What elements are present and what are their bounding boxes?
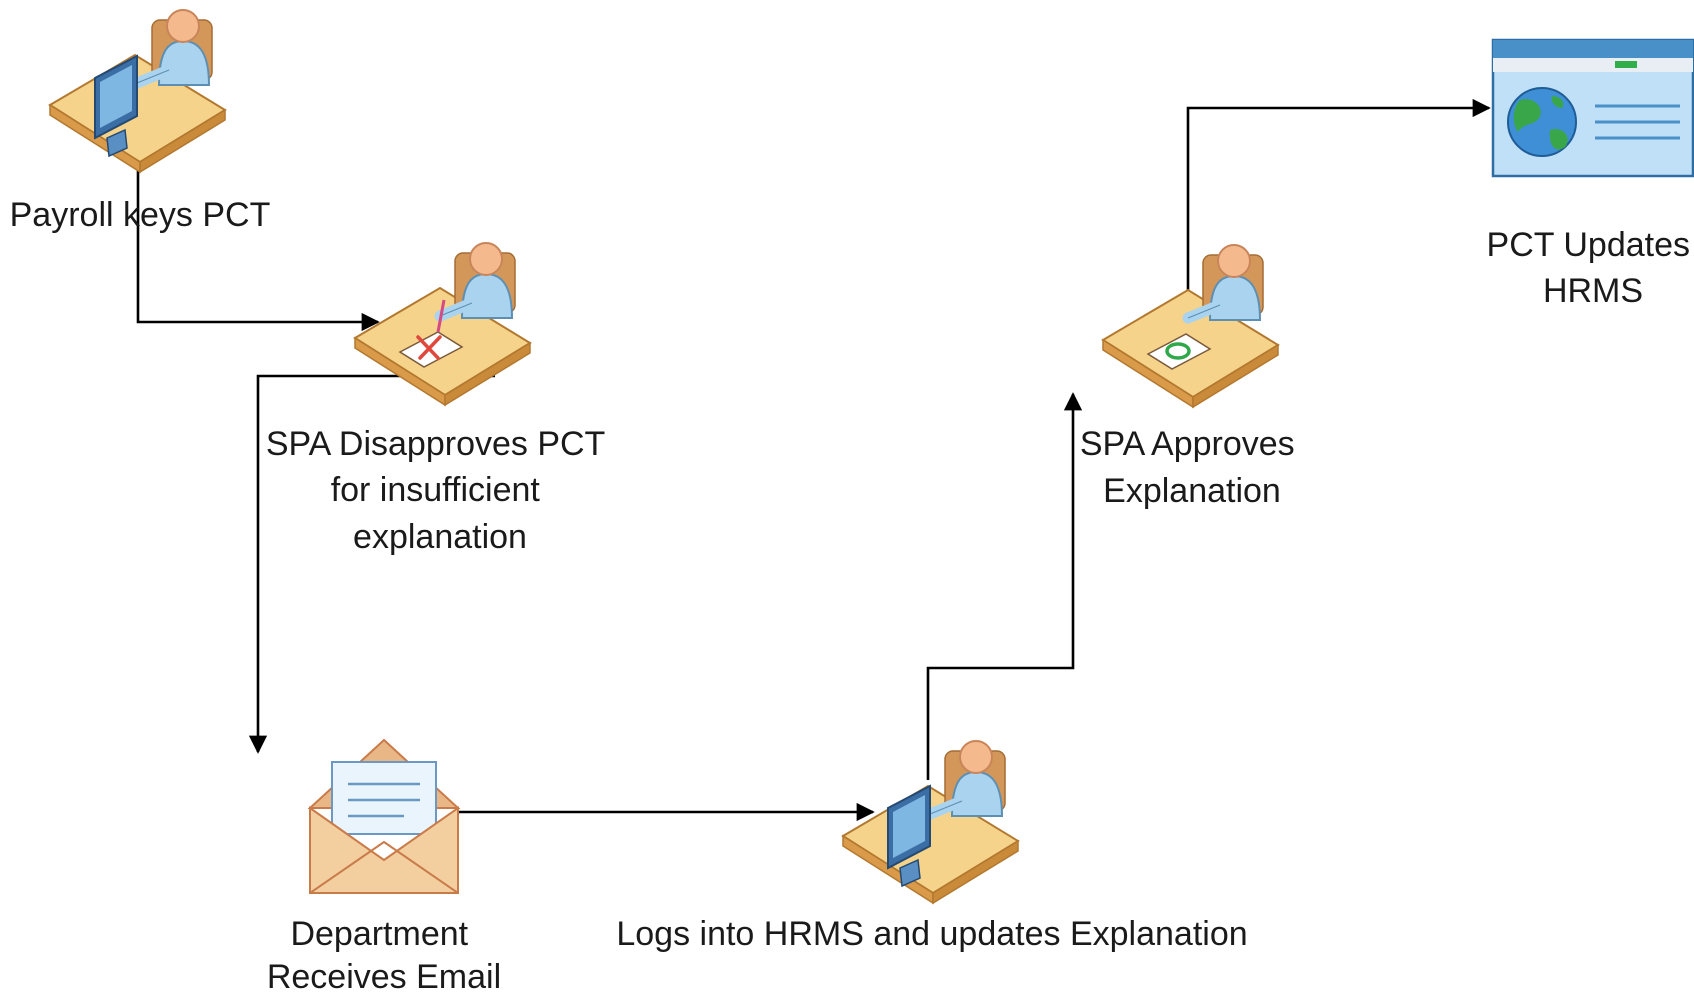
spa-approves-label: SPA Approves Explanation <box>1080 425 1304 510</box>
person-rejecting-form-icon <box>354 243 531 406</box>
spa-disapproves-label: SPA Disapproves PCT for insufficient exp… <box>266 425 614 556</box>
person-approving-form-icon <box>1102 245 1279 408</box>
pct-updates-node: PCT Updates HRMS <box>1487 38 1694 310</box>
spa-approves-node: SPA Approves Explanation <box>1080 245 1304 510</box>
payroll-node: Payroll keys PCT <box>10 10 271 234</box>
person-at-computer-icon <box>49 10 226 173</box>
person-at-computer-icon <box>842 741 1019 904</box>
connector-logs-into-to-spa-approves <box>926 392 1083 780</box>
payroll-label: Payroll keys PCT <box>10 196 271 234</box>
pct-updates-label: PCT Updates HRMS <box>1487 226 1694 310</box>
logs-into-node: Logs into HRMS and updates Explanation <box>616 741 1248 953</box>
connector-spa-approves-to-pct-updates <box>1186 98 1491 322</box>
rejected-form-icon <box>398 331 464 368</box>
connector-payroll-to-spa-disapproves <box>136 165 380 332</box>
department-node: Department Receives Email <box>267 738 501 993</box>
web-browser-globe-icon <box>1491 38 1694 178</box>
approved-form-icon <box>1146 333 1212 370</box>
department-label: Department Receives Email <box>267 915 501 993</box>
logs-into-label: Logs into HRMS and updates Explanation <box>616 915 1247 953</box>
envelope-email-icon <box>307 738 461 894</box>
globe-icon <box>1507 87 1577 157</box>
spa-disapproves-node: SPA Disapproves PCT for insufficient exp… <box>266 243 614 556</box>
